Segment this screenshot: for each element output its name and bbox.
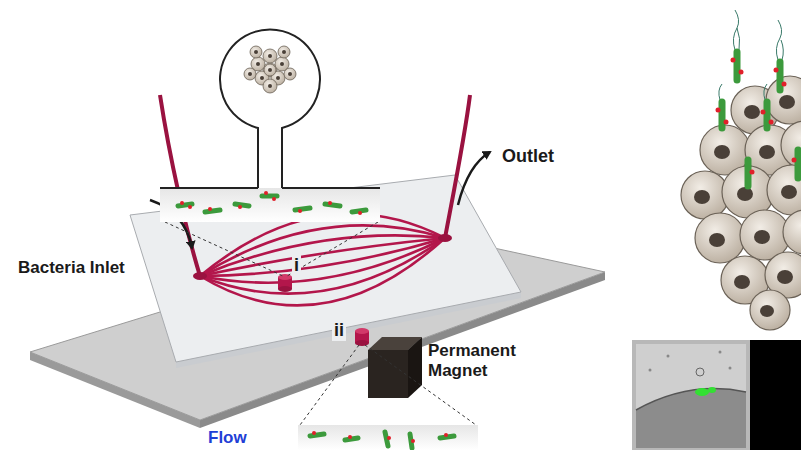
label-text: Bacteria Inlet [18, 258, 125, 278]
label-text: Permanent Magnet [428, 341, 538, 380]
pdms-block [130, 175, 521, 368]
outlet-port [438, 234, 452, 242]
spheroid-closeup [681, 10, 801, 330]
outlet-tube [445, 95, 470, 238]
chamber-ii [355, 328, 369, 346]
top-inset [160, 29, 380, 276]
chamber-i [278, 274, 292, 292]
label-text: i [292, 255, 301, 276]
inlet-tube [160, 95, 200, 276]
outlet-arrow [458, 152, 490, 205]
label-text: Flow [208, 428, 247, 448]
label-text: ii [332, 320, 346, 341]
label-text: Outlet [502, 146, 554, 167]
inlet-port [193, 272, 207, 280]
channel-network [200, 214, 445, 306]
micrograph [632, 340, 801, 450]
magnet-cube [368, 337, 422, 398]
